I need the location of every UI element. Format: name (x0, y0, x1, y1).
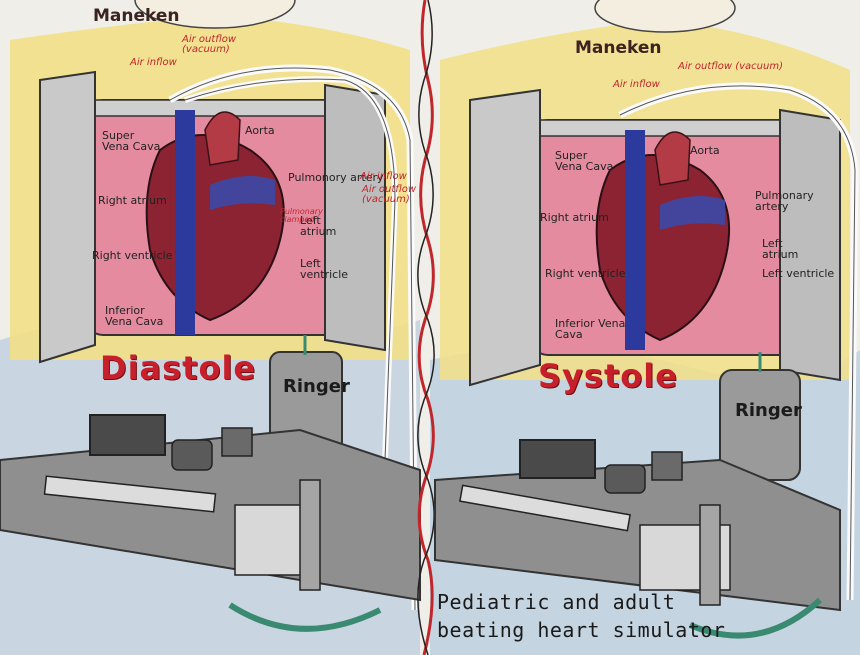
right-switch (652, 452, 682, 480)
right-right-atrium-label: Right atrium (540, 212, 609, 223)
right-vena-cava (625, 130, 645, 350)
left-left-ventricle-label: Left ventricle (300, 258, 350, 280)
right-ringer-label: Ringer (735, 402, 802, 420)
right-air-inflow-label: Air inflow (613, 80, 660, 90)
right-right-ventricle-label: Right ventricle (545, 268, 625, 279)
right-pulmonary-artery-label: Pulmonary artery (755, 190, 815, 212)
caption-line-2: beating heart simulator (437, 620, 725, 640)
left-air-outflow-label: Air outflow (vacuum) (182, 35, 262, 55)
right-left-ventricle-label: Left ventricle (762, 268, 834, 279)
right-state-title: Systole (538, 360, 678, 392)
left-pulmonary-clamped-label: Pulmonary clamped (280, 208, 340, 224)
left-plate (300, 480, 320, 590)
left-sensor (172, 440, 212, 470)
left-vena-cava (175, 110, 195, 335)
left-controller-box (90, 415, 165, 455)
left-right-ventricle-label: Right ventricle (92, 250, 172, 261)
left-header-label: Maneken (93, 8, 180, 25)
left-super-vena-cava-label: Super Vena Cava (102, 130, 162, 152)
left-right-atrium-label: Right atrium (98, 195, 167, 206)
right-ringer-bag (720, 370, 800, 480)
right-flap-left (470, 90, 540, 385)
right-plate (700, 505, 720, 605)
right-left-atrium-label: Left atrium (762, 238, 807, 260)
right-inferior-vena-cava-label: Inferior Vena Cava (555, 318, 630, 340)
left-air-inflow-right-label: Air inflow (360, 172, 407, 182)
right-super-vena-cava-label: Super Vena Cava (555, 150, 615, 172)
left-inferior-vena-cava-label: Inferior Vena Cava (105, 305, 175, 327)
right-controller-box (520, 440, 595, 478)
left-air-inflow-label: Air inflow (130, 58, 177, 68)
left-switch (222, 428, 252, 456)
left-flap-left (40, 72, 95, 362)
right-air-outflow-label: Air outflow (vacuum) (678, 62, 783, 72)
caption-line-1: Pediatric and adult (437, 592, 675, 612)
left-state-title: Diastole (100, 352, 256, 384)
right-sensor (605, 465, 645, 493)
left-ringer-label: Ringer (283, 378, 350, 396)
left-air-outflow-right-label: Air outflow (vacuum) (362, 185, 422, 205)
right-aorta-label: Aorta (690, 145, 720, 156)
right-header-label: Maneken (575, 40, 662, 57)
left-aorta-label: Aorta (245, 125, 275, 136)
